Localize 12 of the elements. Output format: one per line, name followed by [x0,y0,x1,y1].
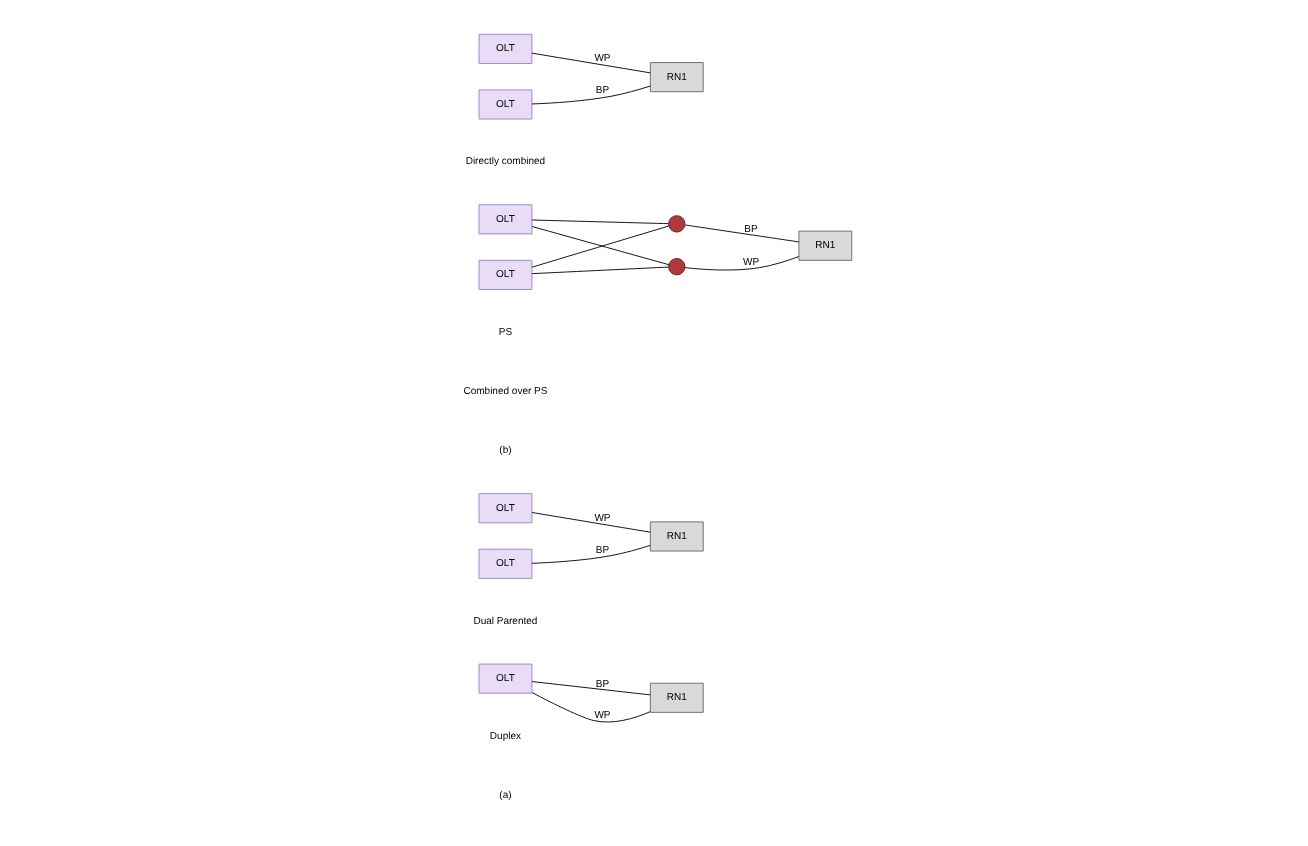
connector [531,52,651,74]
connector [531,544,651,564]
connector [531,219,669,225]
connector [531,692,651,723]
connector [684,224,800,243]
connector [531,681,651,696]
node-circle [668,258,686,276]
node-circle [668,215,686,233]
connector [531,266,669,275]
connector [684,256,800,271]
connector [531,85,651,105]
connector [531,512,651,533]
